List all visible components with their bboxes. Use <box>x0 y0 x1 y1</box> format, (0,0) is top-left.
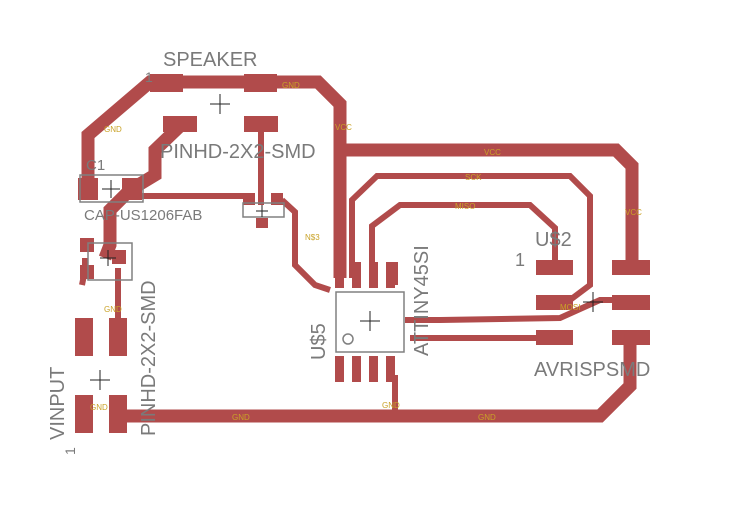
net-label-vcc-3: VCC <box>625 208 642 217</box>
trace-miso <box>369 202 558 278</box>
u2-origin <box>583 292 603 312</box>
c1-origin <box>102 180 120 198</box>
pad-vin-3 <box>112 250 126 264</box>
pad-u5-top-4 <box>386 262 395 288</box>
u5-name-label: U$5 <box>308 323 330 360</box>
net-label-gnd-7: GND <box>90 403 108 412</box>
u2-name-label: U$2 <box>535 229 572 251</box>
pad-r-2 <box>271 193 283 205</box>
pad-vin-5 <box>109 318 127 356</box>
net-label-gnd-3: GND <box>104 305 122 314</box>
c1-name-label: C1 <box>86 157 105 174</box>
component-labels: 1 SPEAKER PINHD-2X2-SMD C1 CAP-US1206FAB… <box>47 49 650 455</box>
pad-vin-4 <box>75 318 93 356</box>
pad-u5-top-2 <box>352 262 361 288</box>
pad-u5-top-1 <box>335 262 344 288</box>
net-label-gnd-2: GND <box>232 413 250 422</box>
pad-u5-bot-2 <box>352 356 361 382</box>
pad-c1-2 <box>122 178 142 200</box>
net-label-gnd-6: GND <box>282 81 300 90</box>
pad-u2-3 <box>536 295 573 310</box>
vinput-pin1-label: 1 <box>62 447 78 455</box>
net-labels: VCC GND SCK MISO MOSI N$3 GND GND GND GN… <box>90 81 642 422</box>
vinput-origin <box>90 370 110 390</box>
resistor-origin <box>256 205 268 217</box>
net-label-vcc: VCC <box>484 148 501 157</box>
pad-vin-7 <box>109 395 127 433</box>
u5-pin1-marker <box>342 333 354 345</box>
trace-resistor-chip <box>279 197 331 293</box>
c1-outline <box>79 174 144 203</box>
pad-u2-6 <box>612 330 650 345</box>
pad-u5-bot-1 <box>335 356 344 382</box>
pad-u5-top-3 <box>369 262 378 288</box>
origin-marks <box>90 94 603 390</box>
pad-speaker-4 <box>244 116 278 132</box>
pad-u2-5 <box>536 330 573 345</box>
net-label-gnd-5: GND <box>382 401 400 410</box>
speaker-name-label: SPEAKER <box>163 49 257 71</box>
u5-origin <box>360 311 380 331</box>
pad-speaker-1 <box>150 74 183 92</box>
c1-value-label: CAP-US1206FAB <box>84 207 202 224</box>
trace-sck <box>349 173 593 303</box>
pad-layer <box>75 74 650 433</box>
pad-speaker-2 <box>244 74 277 92</box>
vinput-upper-outline <box>87 242 133 281</box>
net-label-gnd: GND <box>478 413 496 422</box>
net-label-sck: SCK <box>465 173 482 182</box>
pad-r-1 <box>243 193 255 205</box>
net-label-vcc-2: VCC <box>335 123 352 132</box>
u5-value-label: ATTINY45SI <box>411 245 433 356</box>
vinput-value-label: PINHD-2X2-SMD <box>138 280 160 436</box>
pad-u5-bot-3 <box>369 356 378 382</box>
u2-value-label: AVRISPSMD <box>534 359 650 381</box>
trace-gnd-bottom <box>122 342 637 423</box>
speaker-pin1-label: 1 <box>145 69 153 85</box>
trace-left-bus <box>81 75 347 278</box>
net-label-n3: N$3 <box>305 233 320 242</box>
vinput-name-label: VINPUT <box>47 367 69 440</box>
speaker-origin <box>210 94 230 114</box>
resistor-outline <box>242 202 285 218</box>
net-label-mosi: MOSI <box>560 303 580 312</box>
pad-u2-2 <box>612 260 650 275</box>
u2-pin1-label: 1 <box>515 250 525 270</box>
u5-outline <box>335 291 405 353</box>
pad-vin-1 <box>80 238 94 252</box>
trace-chip-right <box>405 297 620 323</box>
pad-u2-4 <box>612 295 650 310</box>
pad-speaker-3 <box>163 116 197 132</box>
pad-c1-1 <box>78 178 98 200</box>
trace-vcc <box>340 143 639 262</box>
vinput-origin-top <box>100 250 116 266</box>
net-label-miso: MISO <box>455 202 475 211</box>
pad-vin-2 <box>80 265 94 279</box>
net-label-gnd-4: GND <box>104 125 122 134</box>
pad-r-3 <box>256 218 268 228</box>
pad-vin-6 <box>75 395 93 433</box>
pad-u2-1 <box>536 260 573 275</box>
speaker-value-label: PINHD-2X2-SMD <box>160 141 316 163</box>
outline-layer <box>79 174 405 353</box>
pad-u5-bot-4 <box>386 356 395 382</box>
